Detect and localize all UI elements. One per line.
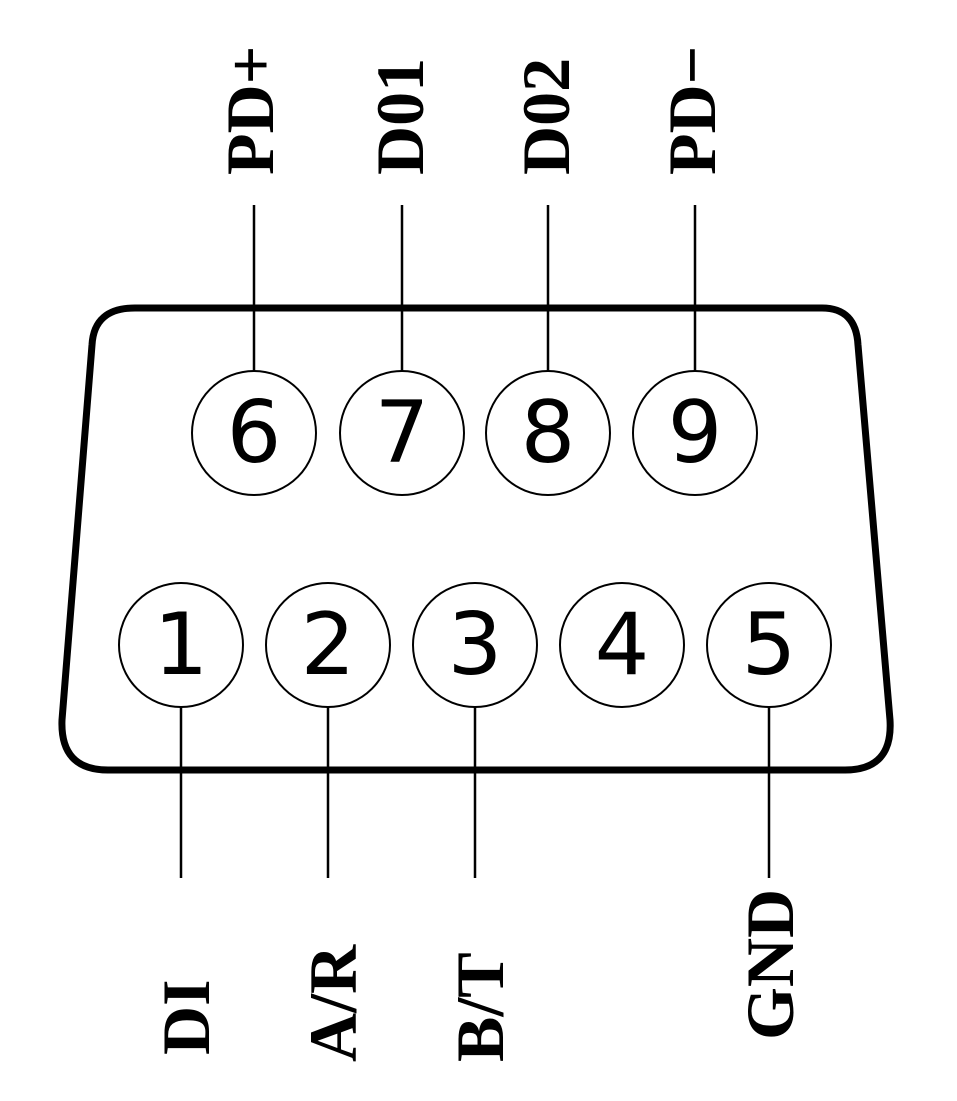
pin-5-number: 5 bbox=[742, 595, 797, 695]
pin-2-circle bbox=[265, 582, 391, 708]
signal-label-di: DI bbox=[148, 979, 224, 1055]
signal-label-d01: D01 bbox=[362, 58, 438, 175]
signal-label-d02: D02 bbox=[508, 58, 584, 175]
pin-9: 9 bbox=[632, 370, 758, 496]
pin-2-number: 2 bbox=[301, 595, 356, 695]
pin-4: 4 bbox=[559, 582, 685, 708]
pin-3-number: 3 bbox=[448, 595, 503, 695]
pin-8: 8 bbox=[485, 370, 611, 496]
signal-label-pd-plus: PD+ bbox=[212, 46, 288, 175]
pin-1: 1 bbox=[118, 582, 244, 708]
pin-1-number: 1 bbox=[154, 595, 209, 695]
pin-8-number: 8 bbox=[521, 383, 576, 483]
pin-2: 2 bbox=[265, 582, 391, 708]
pin-6-number: 6 bbox=[227, 383, 282, 483]
pin-4-circle bbox=[559, 582, 685, 708]
connector-shell bbox=[58, 304, 894, 774]
pin-7-circle bbox=[339, 370, 465, 496]
pin-6: 6 bbox=[191, 370, 317, 496]
pin-7-number: 7 bbox=[375, 383, 430, 483]
signal-label-pd-minus: PD− bbox=[654, 46, 730, 175]
pin-7: 7 bbox=[339, 370, 465, 496]
signal-label-a-r: A/R bbox=[295, 944, 371, 1062]
pin-6-circle bbox=[191, 370, 317, 496]
pin-9-circle bbox=[632, 370, 758, 496]
pin-4-number: 4 bbox=[595, 595, 650, 695]
pin-3: 3 bbox=[412, 582, 538, 708]
signal-label-gnd: GND bbox=[732, 889, 808, 1040]
pin-5-circle bbox=[706, 582, 832, 708]
pin-8-circle bbox=[485, 370, 611, 496]
pin-1-circle bbox=[118, 582, 244, 708]
pin-9-number: 9 bbox=[668, 383, 723, 483]
pin-3-circle bbox=[412, 582, 538, 708]
signal-label-b-t: B/T bbox=[442, 952, 518, 1062]
pin-5: 5 bbox=[706, 582, 832, 708]
